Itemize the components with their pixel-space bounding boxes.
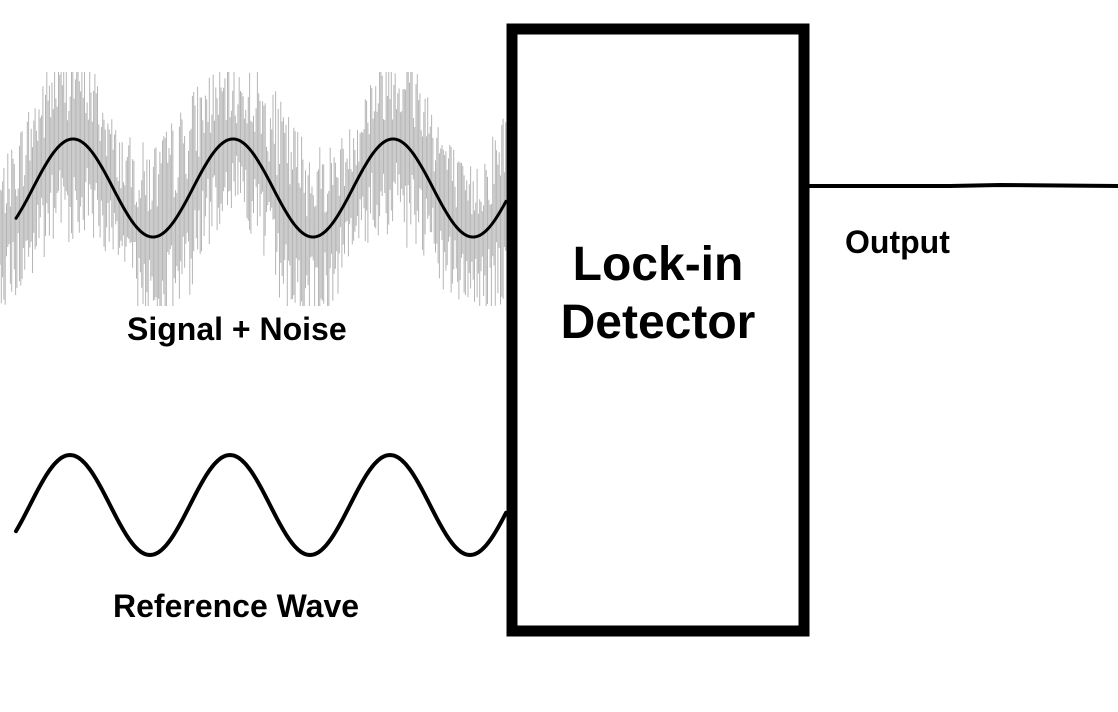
- noise-strokes: [0, 72, 507, 306]
- output-line: [809, 182, 1118, 188]
- detector-title: Lock-in Detector: [512, 236, 804, 352]
- reference-sine-wave: [14, 453, 508, 557]
- output-label: Output: [845, 224, 950, 260]
- signal-sine-wave: [14, 137, 508, 239]
- lock-in-detector-box: [506, 23, 810, 637]
- detector-title-line-2: Detector: [560, 296, 756, 349]
- detector-title-line-1: Lock-in: [572, 238, 744, 291]
- reference-wave-label: Reference Wave: [113, 588, 360, 624]
- noise-band: [0, 72, 507, 306]
- signal-plus-noise-label: Signal + Noise: [127, 311, 347, 347]
